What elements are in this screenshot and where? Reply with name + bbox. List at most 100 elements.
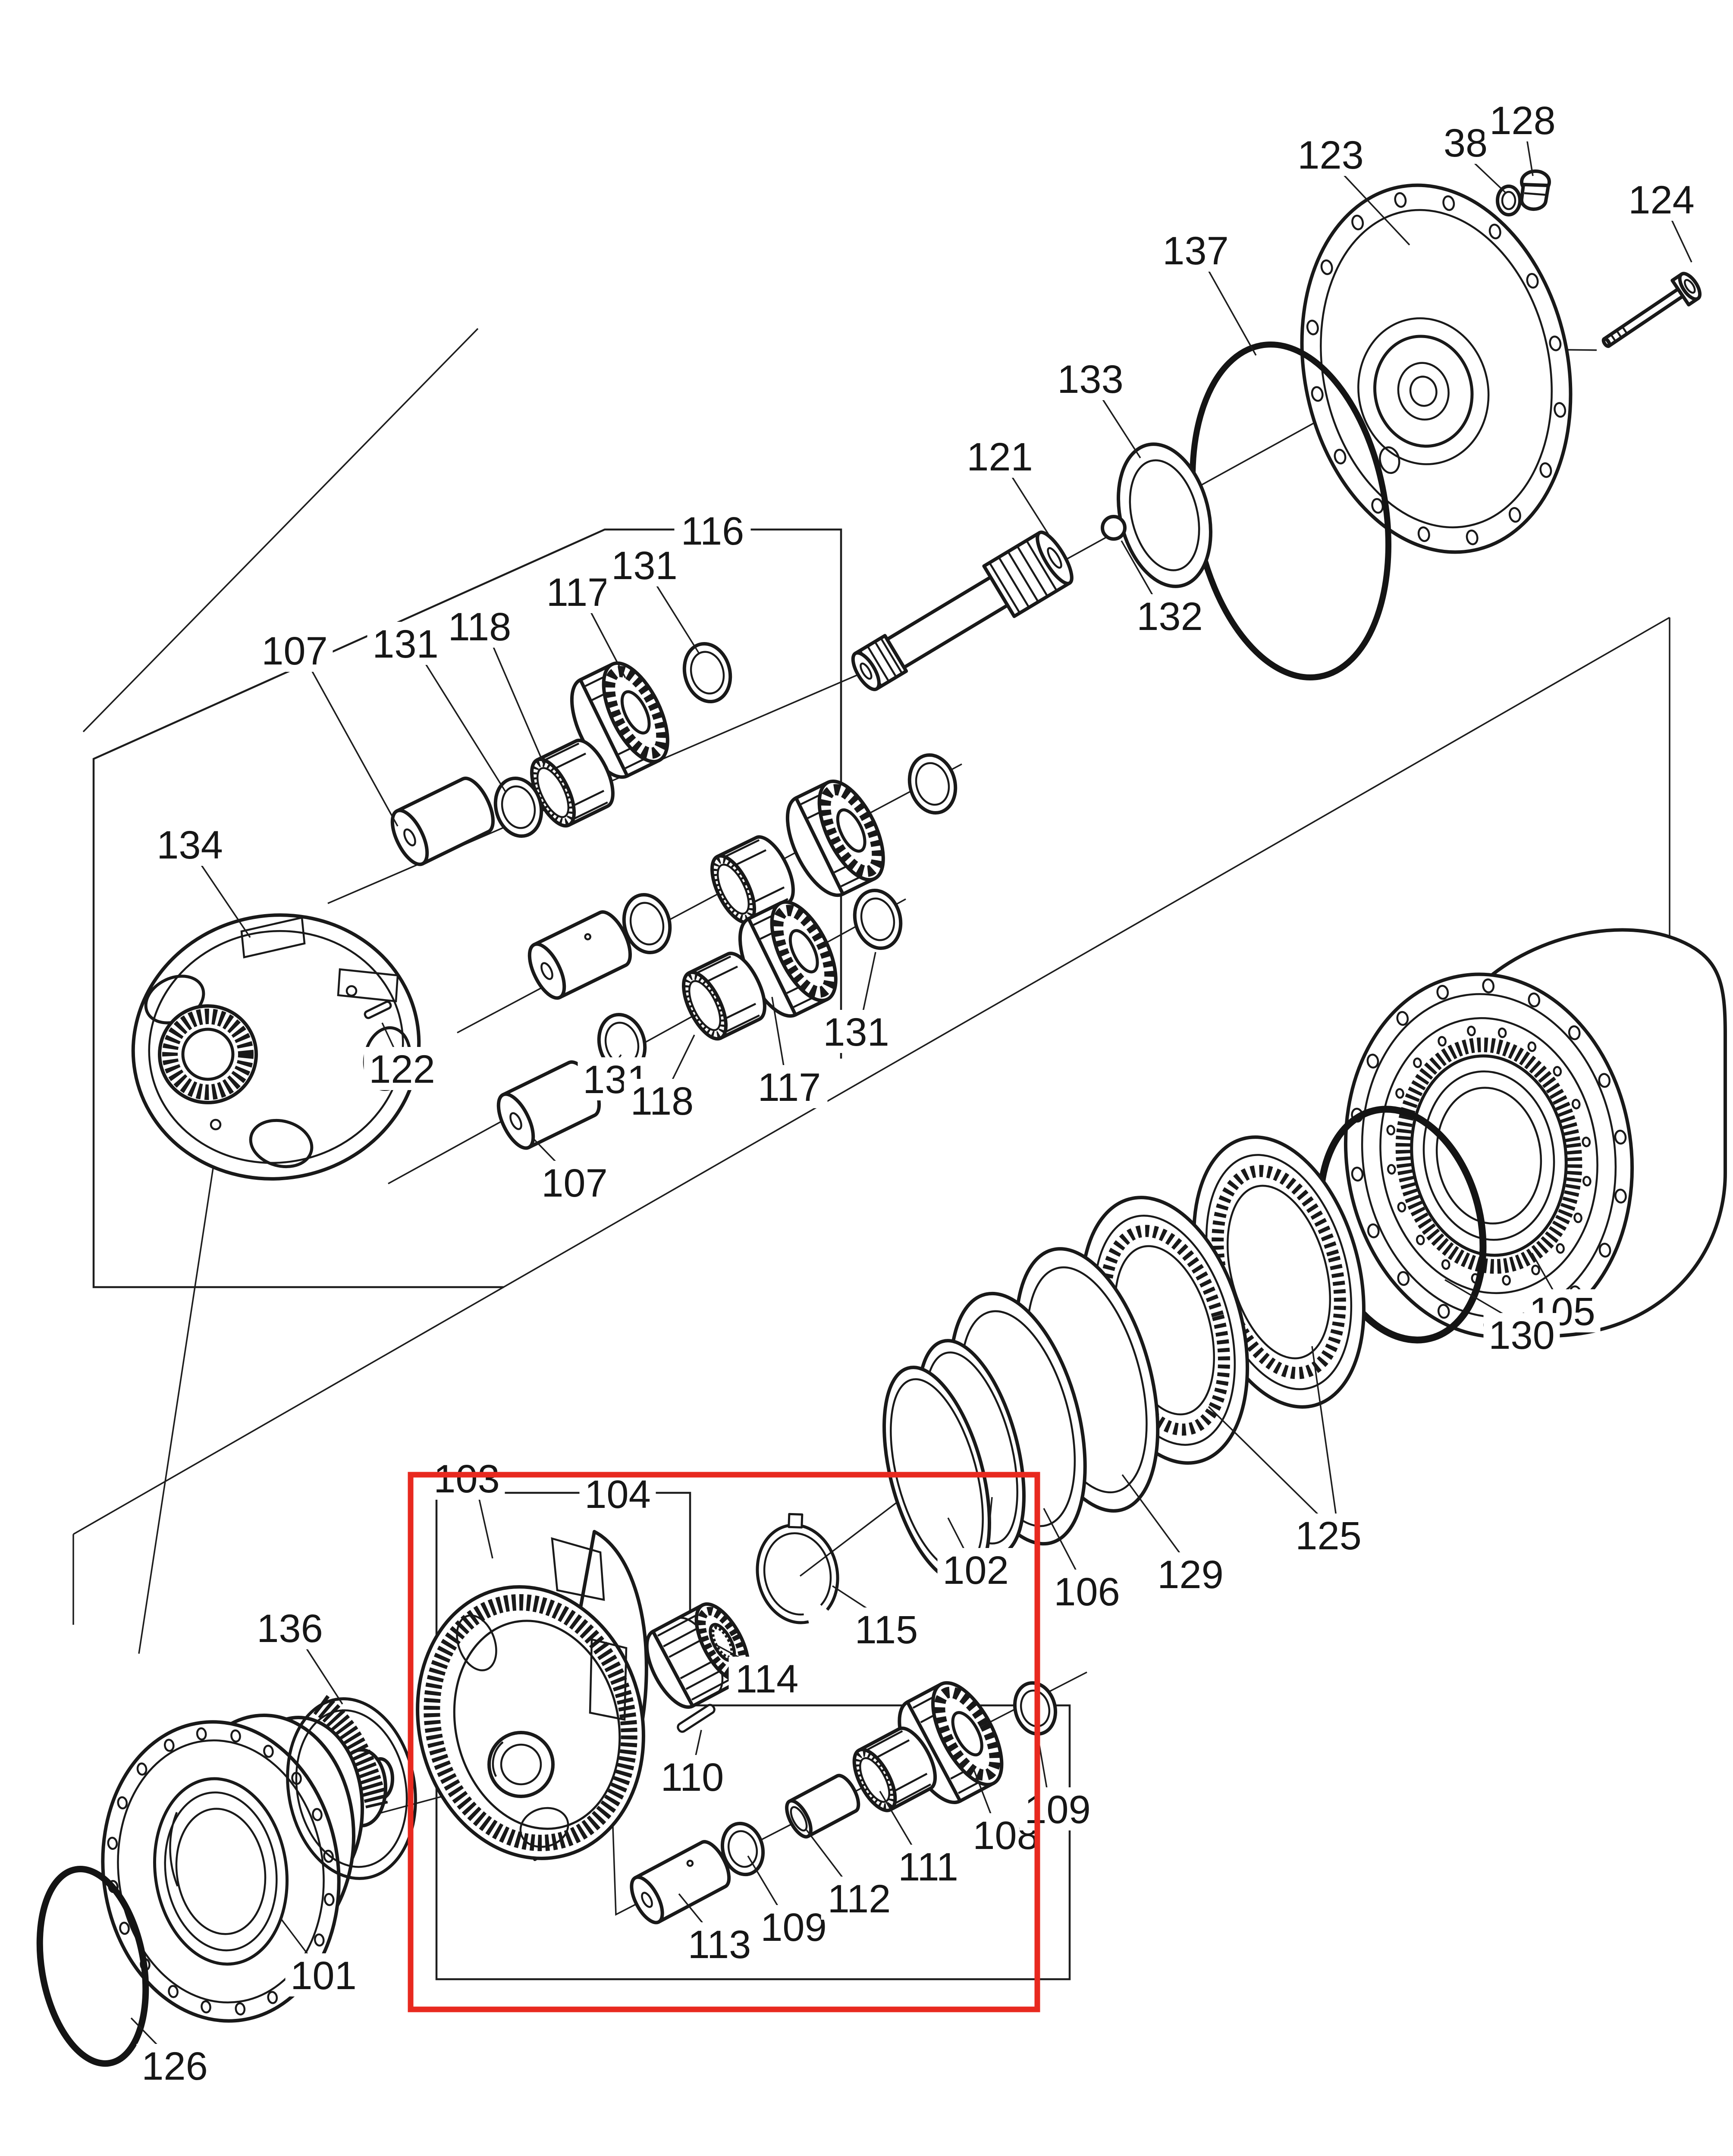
washer-38 — [1496, 185, 1522, 216]
part-label-131-9: 131 — [372, 622, 439, 666]
part-label-133-5: 133 — [1057, 357, 1124, 401]
label-halo-129-24 — [1152, 1552, 1229, 1595]
label-halo-103-28 — [428, 1457, 505, 1500]
snap-ring-115 — [756, 1513, 839, 1624]
part-label-124-3: 124 — [1628, 178, 1695, 222]
box-116 — [92, 528, 842, 1288]
leader-117-19 — [771, 997, 785, 1069]
ring-136 — [286, 1697, 417, 1880]
label-halo-114-29 — [728, 1657, 805, 1700]
leader-131-9 — [423, 660, 506, 792]
leader-101-39 — [279, 1917, 311, 1958]
label-halo-113-32 — [681, 1922, 758, 1965]
label-halo-109-37 — [1019, 1787, 1096, 1830]
part-label-104-27: 104 — [584, 1473, 651, 1517]
bolt-hole — [163, 1739, 175, 1752]
label-halo-130-22 — [1483, 1313, 1560, 1356]
bolt-hole — [1466, 530, 1479, 545]
bolt-hole — [1527, 1041, 1537, 1052]
bolt-hole — [1397, 1202, 1406, 1213]
part-label-111-35: 111 — [898, 1845, 958, 1889]
part-label-107-16: 107 — [541, 1161, 608, 1205]
label-halo-137-4 — [1157, 229, 1234, 272]
label-halo-126-40 — [136, 2044, 213, 2087]
highlight-box — [408, 1472, 1040, 2012]
planet-gear-108 — [898, 1681, 1004, 1804]
bolt-hole — [1394, 192, 1407, 208]
part-label-107-10: 107 — [261, 629, 328, 673]
planet-gear-117-s2 — [785, 779, 885, 897]
label-halo-118-11 — [441, 605, 518, 648]
carrier-103 — [416, 1530, 648, 1861]
part-label-129-24: 129 — [1157, 1553, 1224, 1597]
washer-109-a — [720, 1821, 765, 1877]
bolt-hole — [1488, 223, 1501, 239]
leader-111-35 — [879, 1791, 914, 1849]
part-label-132-7: 132 — [1136, 595, 1203, 639]
bolt-hole — [1582, 1137, 1591, 1147]
label-halo-122-15 — [364, 1047, 440, 1090]
plug-128 — [1520, 169, 1551, 211]
label-halo-125-23 — [1290, 1514, 1367, 1557]
bolt-hole — [1367, 1223, 1380, 1238]
part-label-126-40: 126 — [141, 2044, 208, 2088]
part-label-102-26: 102 — [942, 1548, 1009, 1592]
box-104 — [435, 1492, 1071, 1981]
pin-107-s2 — [527, 910, 632, 1000]
cover-plate — [1300, 183, 1573, 554]
leader-118-11 — [492, 645, 544, 764]
part-label-115-30: 115 — [855, 1608, 918, 1652]
leader-106-25 — [1043, 1508, 1078, 1573]
label-halo-115-30 — [848, 1608, 925, 1651]
shaft-121 — [851, 530, 1074, 691]
label-halo-117-19 — [751, 1065, 828, 1108]
bolt-hole — [314, 1933, 325, 1947]
part-label-110-31: 110 — [661, 1755, 724, 1799]
label-halo-133-5 — [1052, 357, 1129, 400]
bolt-hole — [235, 2002, 246, 2016]
leader-117-12 — [589, 610, 626, 678]
label-halo-38-1 — [1439, 121, 1492, 164]
part-label-121-6: 121 — [967, 435, 1033, 479]
roller-113 — [630, 1840, 731, 1924]
bolt-hole — [1438, 1036, 1447, 1047]
bolt-hole — [1366, 1053, 1379, 1069]
label-halo-124-3 — [1623, 178, 1700, 221]
bolt-hole — [1531, 1264, 1540, 1275]
part-label-128-2: 128 — [1489, 99, 1556, 143]
label-halo-109-33 — [755, 1905, 832, 1948]
leader-128-2 — [1526, 138, 1534, 176]
bolt-hole — [1553, 1066, 1562, 1077]
leader-126-40 — [130, 2017, 161, 2049]
leader-102-26 — [986, 1497, 993, 1552]
bolt-hole — [1334, 448, 1347, 464]
label-halo-136-38 — [251, 1606, 328, 1649]
spacer-112 — [785, 1774, 860, 1839]
part-label-123-0: 123 — [1297, 133, 1364, 177]
part-label-131-20: 131 — [823, 1010, 889, 1054]
part-label-113-32: 113 — [688, 1923, 751, 1967]
bolt-hole — [1614, 1188, 1627, 1204]
hub-101 — [101, 1695, 394, 2023]
label-halo-106-25 — [1049, 1570, 1125, 1613]
label-halo-128-2 — [1484, 98, 1561, 141]
label-halo-110-31 — [654, 1755, 731, 1798]
bolt-hole — [323, 1893, 335, 1906]
part-label-112-34: 112 — [828, 1877, 891, 1921]
leader-132-7 — [1121, 540, 1156, 600]
bolt-hole — [1582, 1175, 1592, 1187]
pin-122 — [364, 1000, 392, 1019]
bolt-hole — [323, 1849, 334, 1863]
leader-136-38 — [304, 1645, 343, 1705]
label-halo-111-35 — [890, 1845, 967, 1888]
leader-124-3 — [1670, 218, 1692, 263]
pin-107-s1 — [390, 776, 495, 866]
label-halo-107-10 — [256, 629, 333, 672]
bolt-hole — [230, 1729, 241, 1743]
label-halo-132-7 — [1131, 594, 1208, 637]
bolt-124 — [1601, 272, 1702, 348]
bolt-hole — [168, 1985, 179, 1998]
o-ring-126 — [36, 1866, 149, 2067]
bolt-hole — [1598, 1073, 1611, 1088]
label-halo-131-9 — [367, 622, 444, 665]
